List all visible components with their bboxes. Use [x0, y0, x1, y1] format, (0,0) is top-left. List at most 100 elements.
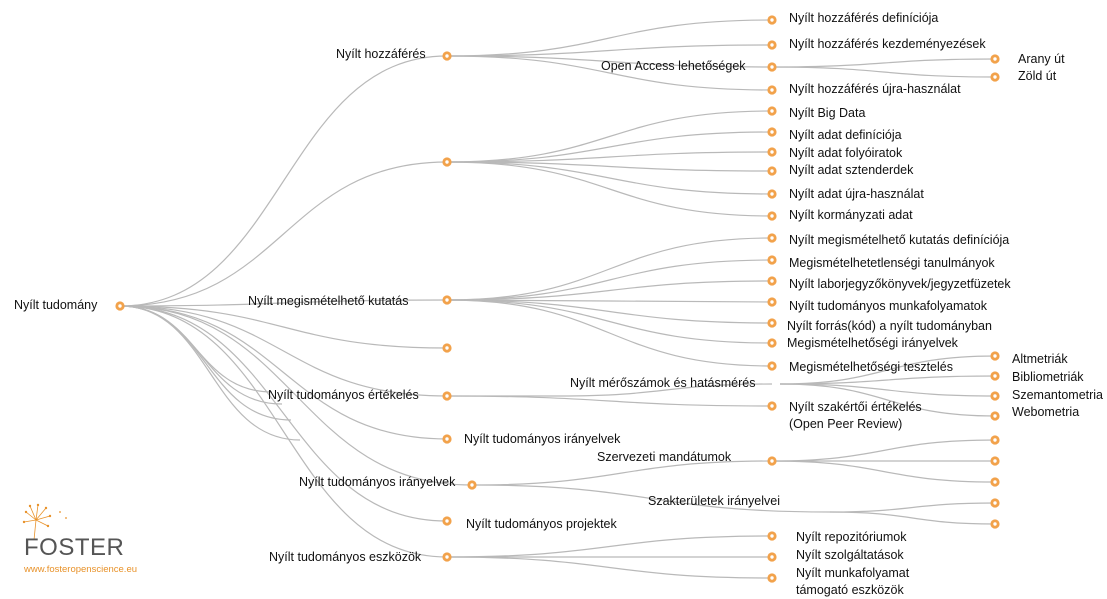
pol-disc-node-0-center	[993, 501, 997, 505]
edge-rr-6	[446, 299, 773, 367]
oa-green-label: Zöld út	[1018, 69, 1057, 83]
ev-metric-node-3-center	[993, 414, 997, 418]
pol-mand-node-1-center	[993, 459, 997, 463]
pol-disciplines-label: Szakterületek irányelvei	[648, 494, 781, 508]
edge-root-branch-6	[119, 305, 473, 486]
rr-notebooks-label: Nyílt laborjegyzőkönyvek/jegyzetfüzetek	[789, 277, 1011, 291]
pol-disc-node-1-center	[993, 522, 997, 526]
edge-ev-metric-0	[779, 355, 996, 385]
od-node-2-center	[770, 150, 774, 154]
edge-pol-disciplines	[471, 484, 831, 513]
edge-pol-mandates	[471, 460, 773, 486]
edge-tl-0	[446, 535, 773, 558]
od-node-0-center	[770, 109, 774, 113]
rr-workflows-label: Nyílt tudományos munkafolyamatok	[789, 299, 988, 313]
rr-testing-label: Megismételhetőségi tesztelés	[789, 360, 953, 374]
edge-rr-5	[446, 299, 773, 344]
oa-reuse-label: Nyílt hozzáférés újra-használat	[789, 82, 961, 96]
edge-root-branch-4	[119, 305, 448, 397]
oa-options-label: Open Access lehetőségek	[601, 59, 746, 73]
ev-metric-node-0-center	[993, 354, 997, 358]
edge-ev-metric-3	[779, 383, 996, 417]
tl-node-0-center	[770, 534, 774, 538]
foster-logo: FOSTER www.fosteropenscience.eu	[14, 503, 194, 586]
ev-altmetrics-label: Altmetriák	[1012, 352, 1068, 366]
ev-bibliometrics-label: Bibliometriák	[1012, 370, 1084, 384]
ev-metrics-label: Nyílt mérőszámok és hatásmérés	[570, 376, 756, 390]
tl-workflow-line1: Nyílt munkafolyamat	[796, 566, 910, 580]
dandelion-icon	[22, 503, 67, 541]
rr-node-0-center	[770, 236, 774, 240]
edge-od-0	[446, 110, 773, 163]
edge-ev-metric-1	[779, 375, 996, 385]
edge-oa-option-0	[771, 58, 996, 68]
rr-node-4-center	[770, 321, 774, 325]
branch-node-7-center	[445, 519, 449, 523]
edge-rr-4	[446, 299, 773, 324]
branch-node-6-center	[470, 483, 474, 487]
ev-peer-review-line2: (Open Peer Review)	[789, 417, 903, 431]
od-journals-label: Nyílt adat folyóiratok	[789, 146, 903, 160]
tl-repositories-label: Nyílt repozitóriumok	[796, 530, 907, 544]
branch-open-access-label: Nyílt hozzáférés	[336, 47, 426, 61]
edge-od-1	[446, 131, 773, 163]
rr-definition-label: Nyílt megismételhető kutatás definíciója	[789, 233, 1010, 247]
od-reuse-label: Nyílt adat újra-használat	[789, 187, 924, 201]
branch-node-4-center	[445, 394, 449, 398]
edge-oa-1	[446, 44, 773, 57]
branch-node-8-center	[445, 555, 449, 559]
rr-guidelines-label: Megismételhetőségi irányelvek	[787, 336, 958, 350]
branch-evaluation-label: Nyílt tudományos értékelés	[268, 388, 419, 402]
od-node-5-center	[770, 214, 774, 218]
oa-initiatives-label: Nyílt hozzáférés kezdeményezések	[789, 37, 986, 51]
tl-node-1-center	[770, 555, 774, 559]
edge-od-2	[446, 151, 773, 163]
rr-node-6-center	[770, 364, 774, 368]
edge-od-5	[446, 161, 773, 217]
od-node-1-center	[770, 130, 774, 134]
branch-tools-label: Nyílt tudományos eszközök	[269, 550, 422, 564]
ev-metric-node-2-center	[993, 394, 997, 398]
ev-metric-node-1-center	[993, 374, 997, 378]
edge-oa-2	[446, 55, 773, 68]
edge-oa-0	[446, 19, 773, 57]
rr-opensource-label: Nyílt forrás(kód) a nyílt tudományban	[787, 319, 992, 333]
edge-root-extra-4	[119, 305, 301, 441]
edge-rr-1	[446, 259, 773, 301]
tl-workflow-line2: támogató eszközök	[796, 583, 904, 597]
edge-ev-peer	[446, 395, 773, 407]
pol-mandates-label: Szervezeti mandátumok	[597, 450, 732, 464]
edge-oa-3	[446, 55, 773, 91]
edge-pol-disc-0	[829, 502, 996, 513]
root-node-center	[118, 304, 122, 308]
edge-od-4	[446, 161, 773, 195]
oa-definition-label: Nyílt hozzáférés definíciója	[789, 11, 939, 25]
branch-node-1-center	[445, 160, 449, 164]
ev-peer-review-line1: Nyílt szakértői értékelés	[789, 400, 922, 414]
edge-root-branch-3	[119, 305, 448, 349]
edge-ev-metrics-b	[559, 383, 773, 397]
mind-map-nodes	[115, 15, 1000, 583]
rr-node-5-center	[770, 341, 774, 345]
branch-guidelines-label: Nyílt tudományos irányelvek	[464, 432, 621, 446]
edge-root-branch-0	[119, 55, 448, 307]
oa-node-2-center	[770, 65, 774, 69]
oa-node-0-center	[770, 18, 774, 22]
rr-node-3-center	[770, 300, 774, 304]
ev-webometrics-label: Webometria	[1012, 405, 1080, 419]
edge-root-branch-8	[119, 305, 448, 558]
od-node-4-center	[770, 192, 774, 196]
tl-workflow-label: Nyílt munkafolyamat támogató eszközök	[796, 565, 909, 599]
logo-url: www.fosteropenscience.eu	[24, 564, 138, 575]
edge-pol-mand-2	[771, 460, 996, 483]
branch-node-2-center	[445, 298, 449, 302]
ev-peer-node-center	[770, 404, 774, 408]
pol-mand-node-0-center	[993, 438, 997, 442]
od-standards-label: Nyílt adat sztenderdek	[789, 163, 914, 177]
od-node-3-center	[770, 169, 774, 173]
ev-peer-review-label: Nyílt szakértői értékelés (Open Peer Rev…	[789, 399, 922, 433]
edge-root-branch-1	[119, 161, 448, 307]
oa-option-node-1-center	[993, 75, 997, 79]
oa-option-node-0-center	[993, 57, 997, 61]
